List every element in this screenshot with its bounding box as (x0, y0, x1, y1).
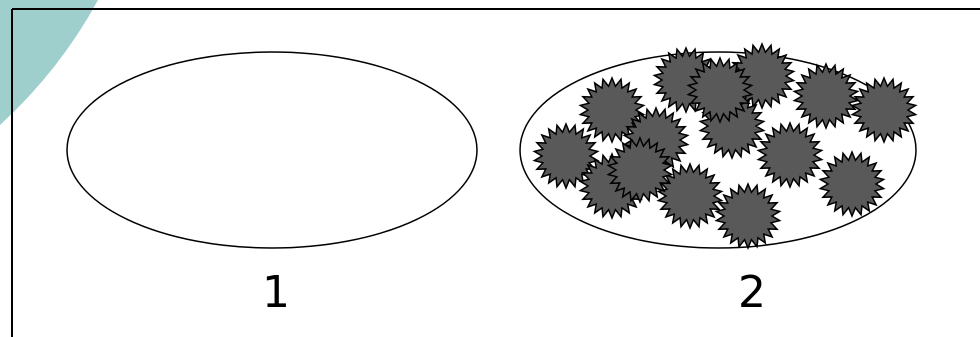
panel-2: 2 (520, 44, 916, 318)
corner-accent-shape (0, 0, 98, 125)
spiky-particle (716, 184, 779, 248)
empty-container-ellipse (67, 52, 477, 248)
panel-1: 1 (67, 52, 477, 318)
panel-2-label: 2 (738, 267, 766, 318)
spiky-particle (852, 78, 915, 142)
spiky-particle (758, 123, 821, 187)
spiky-particle (794, 64, 857, 128)
spiky-particle (820, 152, 883, 216)
panel-1-label: 1 (262, 267, 290, 318)
